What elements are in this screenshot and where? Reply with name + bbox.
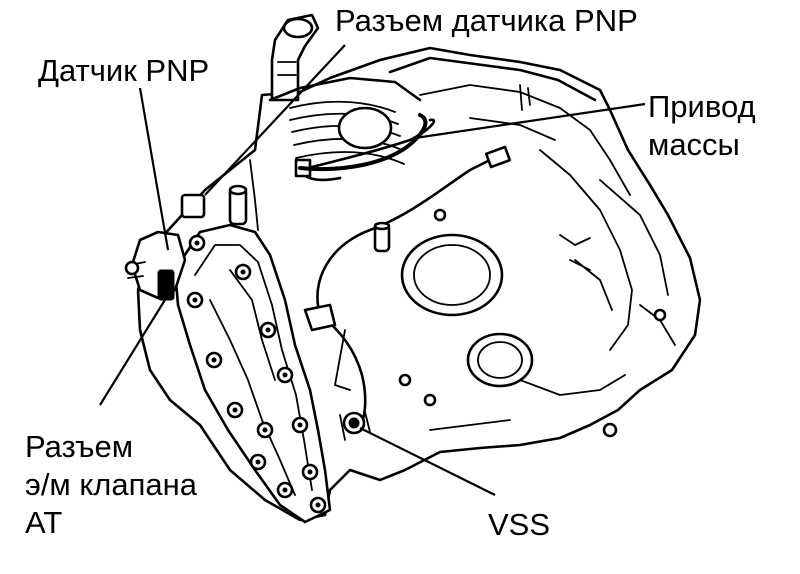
housing-studs xyxy=(228,184,447,407)
label-pnp-connector: Разъем датчика PNP xyxy=(335,3,638,38)
label-ground-drive-line-1: Привод xyxy=(648,89,756,124)
cover-bolts xyxy=(186,234,327,514)
leader-vss xyxy=(359,427,496,496)
label-solenoid-line-2: э/м клапана xyxy=(25,467,197,502)
leader-ground-drive xyxy=(414,102,646,140)
label-ground-drive: Привод массы xyxy=(648,88,756,164)
side-cover xyxy=(173,223,332,524)
label-solenoid-line-1: Разъем xyxy=(25,429,134,464)
label-vss: VSS xyxy=(488,507,551,542)
label-ground-drive-line-2: массы xyxy=(648,127,740,162)
leader-lines xyxy=(99,44,646,496)
housing-openings xyxy=(400,233,667,438)
ground-strap xyxy=(298,113,428,172)
pnp-sensor-cluster xyxy=(124,193,206,301)
label-solenoid-connector: Разъем э/м клапана AT xyxy=(25,428,197,542)
leader-pnp-sensor xyxy=(138,87,170,251)
vss-sensor xyxy=(339,411,371,441)
leader-solenoid-connector xyxy=(99,294,169,406)
breather-tube xyxy=(270,13,320,102)
label-solenoid-line-3: AT xyxy=(25,505,63,540)
label-pnp-sensor: Датчик PNP xyxy=(38,53,210,88)
ribbed-housing xyxy=(249,76,422,231)
wiring-harness xyxy=(294,118,512,434)
leader-pnp-connector xyxy=(204,44,346,196)
